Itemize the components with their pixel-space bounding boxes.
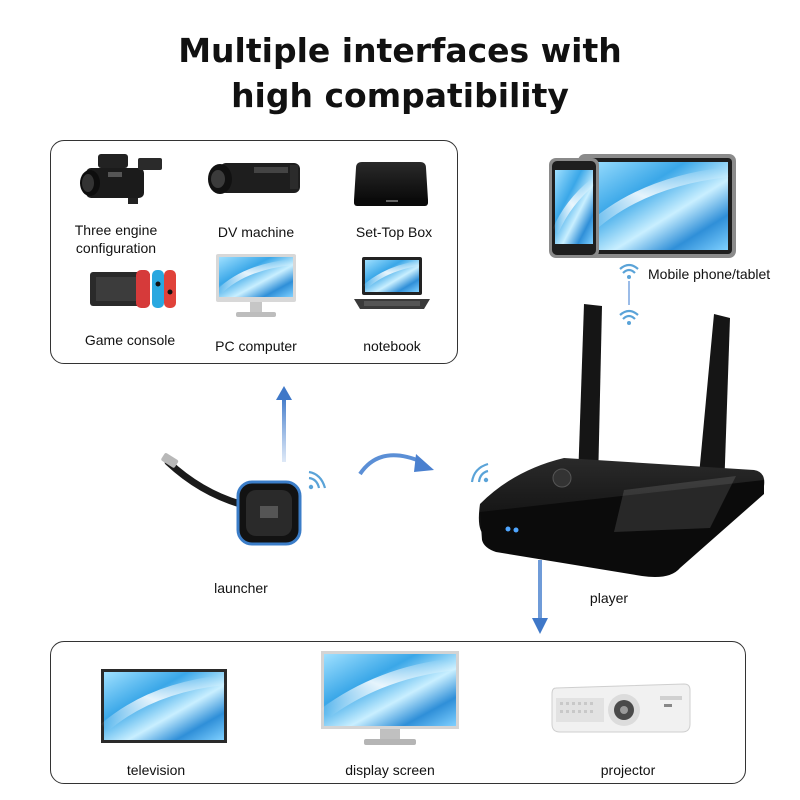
projector-label: projector [600,762,656,778]
launcher-device-icon [161,453,302,546]
title-line-1: Multiple interfaces with [178,31,622,70]
launcher-wifi-icon [308,470,327,490]
mobile-tablet-label: Mobile phone/tablet [648,266,771,282]
projector-icon [551,683,691,733]
pc-computer-label: PC computer [215,338,297,354]
player-device-icon [478,304,765,577]
mobile-link-line [628,281,630,305]
down-arrow-icon [532,560,548,634]
notebook-label: notebook [363,338,421,354]
display-screen-icon [320,651,459,745]
pc-monitor-icon [216,254,296,317]
game-console-label: Game console [84,332,176,348]
player-wifi-icon [470,462,489,483]
game-console-icon [90,270,176,308]
display-screen-label: display screen [345,762,435,778]
television-label: television [126,762,186,778]
mobile-wifi-icon [619,263,639,279]
phone-tablet-icon [549,154,736,258]
set-top-box-label: Set-Top Box [355,224,433,240]
curved-arrow-icon [358,453,434,476]
set-top-box-icon [354,162,428,206]
professional-camera-icon [80,154,162,204]
dv-machine-label: DV machine [217,224,295,240]
laptop-icon [354,257,430,309]
camcorder-icon [208,163,300,194]
player-label: player [589,590,629,606]
up-arrow-icon [276,386,292,462]
three-engine-label: Three engine configuration [74,222,158,256]
title-line-2: high compatibility [231,76,569,115]
player-wifi-up-icon [619,309,639,325]
launcher-label: launcher [214,580,268,596]
page-title: Multiple interfaces with high compatibil… [0,28,800,118]
television-icon [100,669,227,743]
